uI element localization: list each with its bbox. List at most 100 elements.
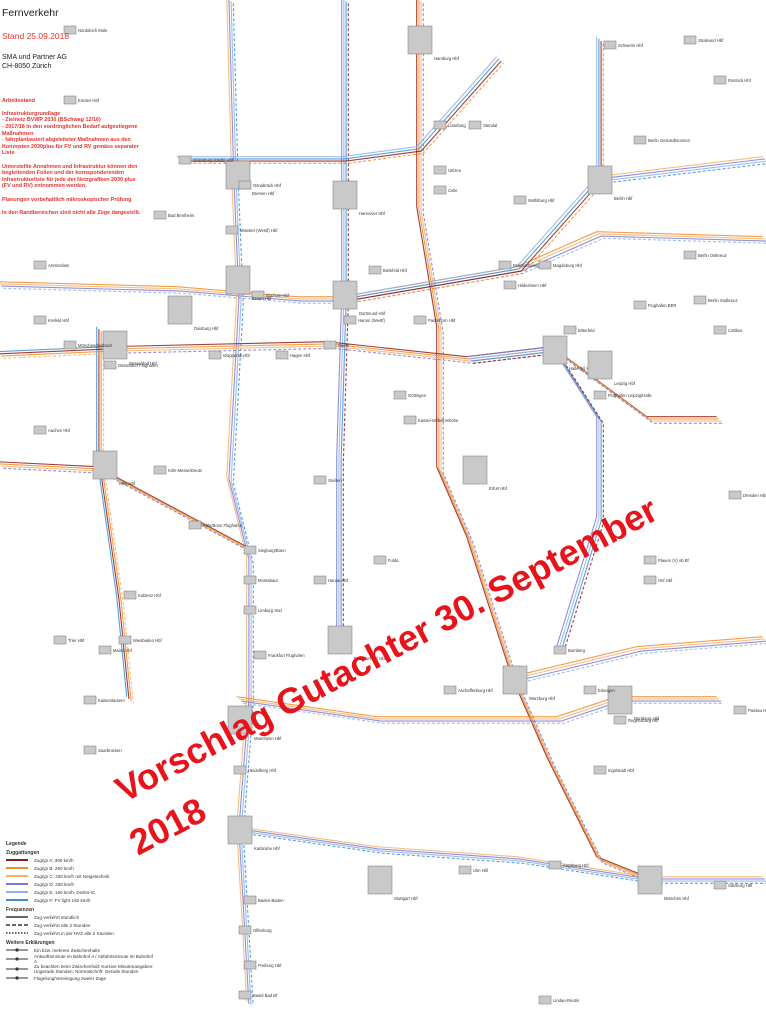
station-label: Flughafen BER [648,303,676,308]
legend-frequencies: Zug verkehrt stündlichZug verkehrt alle … [6,913,156,937]
station-node [239,991,251,999]
station-node [604,41,616,49]
station-node [239,926,251,934]
station-label: Erlangen [598,688,615,693]
station-node [124,591,136,599]
station-node [543,336,567,364]
legend-frequency-row: Zug verkehrt stündlich [6,913,156,921]
station-label: Hagen Hbf [290,353,311,358]
legend-type-label: Zugtyp C: 230 km/h mit Neigetechnik [34,874,109,879]
station-label: Ingolstadt Hbf [608,768,635,773]
station-label: Hildesheim Hbf [518,283,547,288]
legend-swatch [6,891,28,893]
station-label: Duisburg Hbf [194,326,219,331]
station-label: Ulm Hbf [473,868,489,873]
station-node [34,316,46,324]
station-node [189,521,201,529]
station-node [504,281,516,289]
station-node [368,866,392,894]
station-node [564,326,576,334]
station-node [644,576,656,584]
station-label: Flughafen Leipzig/Halle [608,393,652,398]
station-label: Freiburg Hbf [258,963,282,968]
station-label: Limburg Süd [258,608,282,613]
station-label: Erfurt Hbf [489,486,508,491]
station-node [434,121,446,129]
station-node [333,181,357,209]
station-label: Oldenburg (Oldb) Hbf [193,158,234,163]
train-line [467,347,597,647]
station-node [226,266,250,294]
station-node [239,181,251,189]
station-label: Dortmund Hbf [359,311,386,316]
station-label: Passau Hbf [748,708,766,713]
legend-dash [6,923,28,927]
legend-symbol [6,975,28,981]
station-node [459,866,471,874]
station-node [408,26,432,54]
station-node [244,606,256,614]
title-block: Fernverkehr Stand 25.09.2018 SMA und Par… [2,0,144,223]
station-label: Hannover Hbf [359,211,386,216]
station-label: Bielefeld Hbf [383,268,408,273]
station-node [276,351,288,359]
station-label: Lindau-Reutin [553,998,580,1003]
station-node [714,881,726,889]
station-label: Paderborn Hbf [428,318,456,323]
train-line [417,0,647,877]
station-label: Frankfurt (M) Hbf [354,656,387,661]
legend-explanation-label: Zu beachten beim Zwischenhalt: Kursive M… [34,964,156,974]
legend-symbol [6,947,28,953]
train-line [229,0,249,1004]
train-line [0,462,247,547]
train-line [227,0,247,1002]
legend-type-row: Zugtyp A: 300 km/h [6,856,156,864]
legend-explanation-row: Flügelung/Vereinigung zweier Züge [6,974,156,982]
legend-swatch [6,883,28,885]
train-line [177,57,497,157]
station-node [244,546,256,554]
station-node [154,211,166,219]
train-line [237,697,717,717]
legend-title: Legende [6,841,156,847]
station-node [514,196,526,204]
station-label: Bitterfeld [578,328,595,333]
station-node [104,361,116,369]
station-label: Bremen Hbf [252,191,275,196]
train-line [231,1,251,1005]
station-node [254,651,266,659]
station-node [644,556,656,564]
legend-frequency-row: Zug verkehrt in der HVZ alle 2 Stunden [6,929,156,937]
station-label: Schwerin Hbf [618,43,644,48]
station-label: Berlin Gesundbrunnen [648,138,691,143]
station-node [684,36,696,44]
legend-type-row: Zugtyp E: 160 km/h, DoSto-IC [6,888,156,896]
legend-type-row: Zugtyp D: 230 km/h [6,880,156,888]
station-label: Mannheim Hbf [254,736,282,741]
station-label: Berlin Südkreuz [708,298,738,303]
station-node [99,646,111,654]
station-node [168,296,192,324]
station-node [226,226,238,234]
station-node [539,261,551,269]
station-label: Hof Hbf [658,578,673,583]
station-label: Aschaffenburg Hbf [458,688,493,693]
station-label: Soest [338,343,350,348]
station-node [34,426,46,434]
legend-frequency-label: Zug verkehrt in der HVZ alle 2 Stunden [34,931,114,936]
station-label: Göttingen [408,393,427,398]
legend-explanation-label: Ankunftsminute im Bahnhof A / Abfahrtsmi… [34,954,156,964]
station-label: München Hbf [664,896,690,901]
station-label: Plauen (V) ob Bf [658,558,690,563]
legend-dash [6,931,28,935]
legend-explanation-row: Ein bzw. mehrere Zwischenhalte [6,946,156,954]
legend-swatch [6,899,28,901]
train-line [419,0,649,879]
station-label: Amsterdam [48,263,70,268]
station-node [634,136,646,144]
station-label: Stralsund Hbf [698,38,724,43]
station-label: Regensburg Hbf [628,718,659,723]
legend-symbol [6,956,28,962]
station-node [374,556,386,564]
